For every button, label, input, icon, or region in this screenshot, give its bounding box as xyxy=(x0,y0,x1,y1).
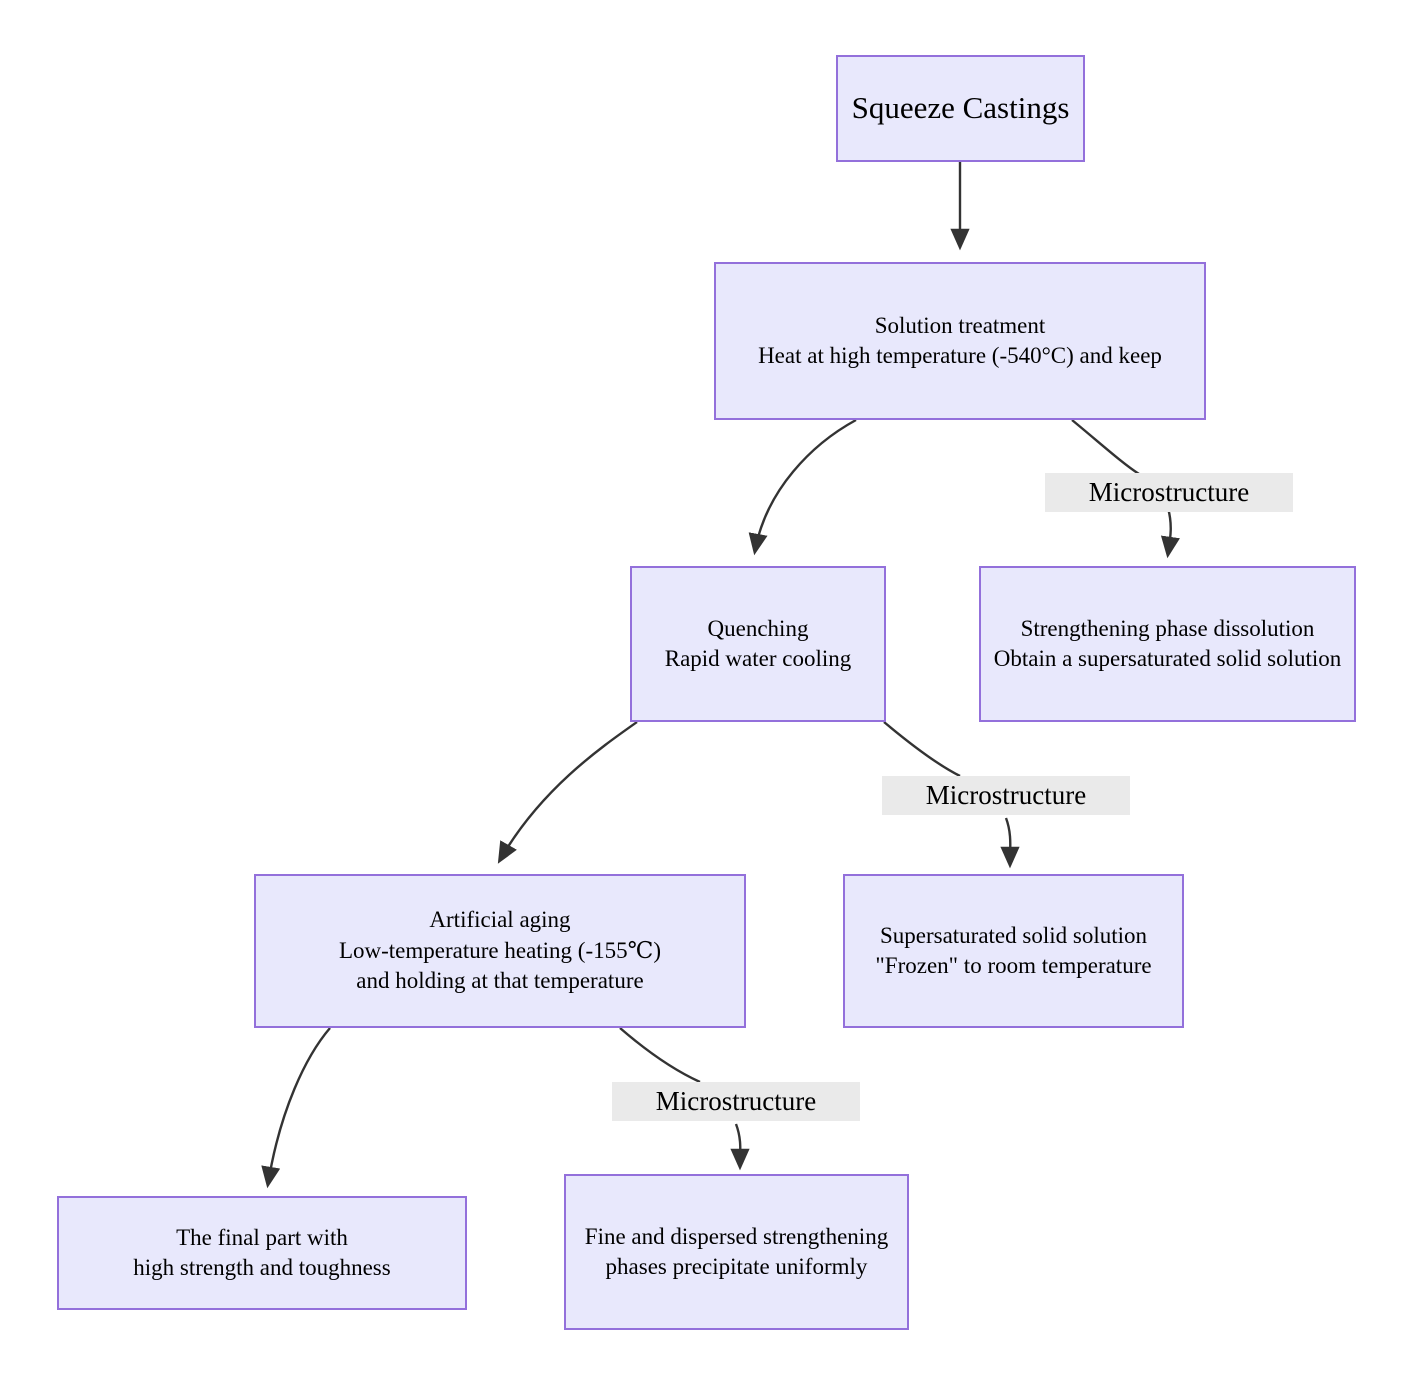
edge-quenching-to-microstructure-2 xyxy=(883,721,961,778)
edge-microstructure-1-to-strengthening xyxy=(1160,507,1180,559)
edge-solution-to-quenching xyxy=(748,418,857,556)
node-squeeze-castings[interactable]: Squeeze Castings xyxy=(836,55,1085,162)
node-quenching[interactable]: Quenching Rapid water cooling xyxy=(630,566,886,722)
edge-microstructure-3-to-fine-phases xyxy=(730,1123,750,1171)
node-final-part[interactable]: The final part with high strength and to… xyxy=(57,1196,467,1310)
node-fine-dispersed-phases[interactable]: Fine and dispersed strengthening phases … xyxy=(564,1174,909,1330)
node-strengthening-phase-dissolution[interactable]: Strengthening phase dissolution Obtain a… xyxy=(979,566,1356,722)
edge-microstructure-2-to-supersaturated xyxy=(1000,817,1020,869)
edge-label-microstructure-1: Microstructure xyxy=(1045,473,1293,512)
edge-aging-to-final-part xyxy=(261,1027,331,1189)
edge-quenching-to-aging xyxy=(497,721,638,864)
node-supersaturated-solid-solution[interactable]: Supersaturated solid solution "Frozen" t… xyxy=(843,874,1184,1028)
node-artificial-aging[interactable]: Artificial aging Low-temperature heating… xyxy=(254,874,746,1028)
edge-label-microstructure-2: Microstructure xyxy=(882,776,1130,815)
node-solution-treatment[interactable]: Solution treatment Heat at high temperat… xyxy=(714,262,1206,420)
edge-label-microstructure-3: Microstructure xyxy=(612,1082,860,1121)
edge-solution-to-microstructure-1 xyxy=(1071,419,1140,476)
edge-aging-to-microstructure-3 xyxy=(619,1027,701,1084)
